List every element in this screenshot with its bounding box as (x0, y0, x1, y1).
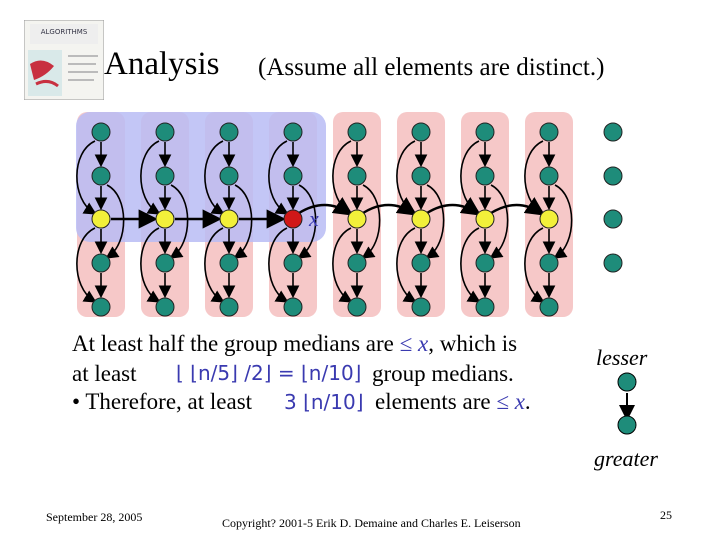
median-of-medians-node (284, 210, 302, 228)
element-node (412, 123, 430, 141)
element-node (156, 167, 174, 185)
element-node (284, 298, 302, 316)
line1-suffix: , which is (428, 331, 517, 356)
element-node (540, 167, 558, 185)
element-node (92, 254, 110, 272)
line2-suffix: group medians. (372, 362, 514, 385)
legend-greater-label: greater (594, 446, 658, 472)
element-node (476, 298, 494, 316)
median-node (92, 210, 110, 228)
element-node (220, 298, 238, 316)
text-line-1: At least half the group medians are ≤ x,… (72, 332, 517, 355)
line1-prefix: At least half the group medians are (72, 331, 400, 356)
element-node (348, 167, 366, 185)
median-node (220, 210, 238, 228)
element-node (476, 167, 494, 185)
bullet-le-x: ≤ x (496, 389, 525, 414)
leftover-element-node (604, 254, 622, 272)
element-node (540, 298, 558, 316)
element-node (92, 167, 110, 185)
bullet-period: . (525, 389, 531, 414)
element-node (540, 254, 558, 272)
line2-prefix: at least (72, 362, 137, 385)
element-node (156, 254, 174, 272)
legend (618, 373, 636, 434)
median-node (540, 210, 558, 228)
median-x-label: x (308, 206, 319, 231)
element-node (412, 298, 430, 316)
element-node (156, 298, 174, 316)
line2-formula: ⌊ ⌊n/5⌋ /2⌋ = ⌊n/10⌋ (176, 361, 361, 385)
element-node (348, 254, 366, 272)
element-node (92, 123, 110, 141)
element-node (156, 123, 174, 141)
element-node (348, 123, 366, 141)
footer-copyright: Copyright? 2001-5 Erik D. Demaine and Ch… (222, 516, 521, 531)
element-node (412, 167, 430, 185)
element-node (284, 254, 302, 272)
element-node (476, 254, 494, 272)
line1-le-x: ≤ x (400, 331, 429, 356)
element-node (540, 123, 558, 141)
legend-greater-node (618, 416, 636, 434)
bullet-middle: elements are (375, 389, 491, 414)
legend-lesser-node (618, 373, 636, 391)
element-node (348, 298, 366, 316)
element-node (220, 254, 238, 272)
leftover-element-node (604, 167, 622, 185)
leftover-element-node (604, 123, 622, 141)
footer-date: September 28, 2005 (46, 510, 142, 525)
median-node (156, 210, 174, 228)
element-node (220, 123, 238, 141)
element-node (220, 167, 238, 185)
page-number: 25 (660, 508, 672, 523)
bullet-formula: 3 ⌊n/10⌋ (284, 390, 364, 414)
element-node (412, 254, 430, 272)
leftover-element-node (604, 210, 622, 228)
element-node (92, 298, 110, 316)
element-node (284, 123, 302, 141)
bullet-prefix: • Therefore, at least (72, 390, 252, 413)
element-node (284, 167, 302, 185)
median-node (476, 210, 494, 228)
legend-lesser-label: lesser (596, 345, 647, 371)
median-node (412, 210, 430, 228)
median-node (348, 210, 366, 228)
bullet-line: elements are ≤ x. (375, 390, 531, 413)
element-node (476, 123, 494, 141)
